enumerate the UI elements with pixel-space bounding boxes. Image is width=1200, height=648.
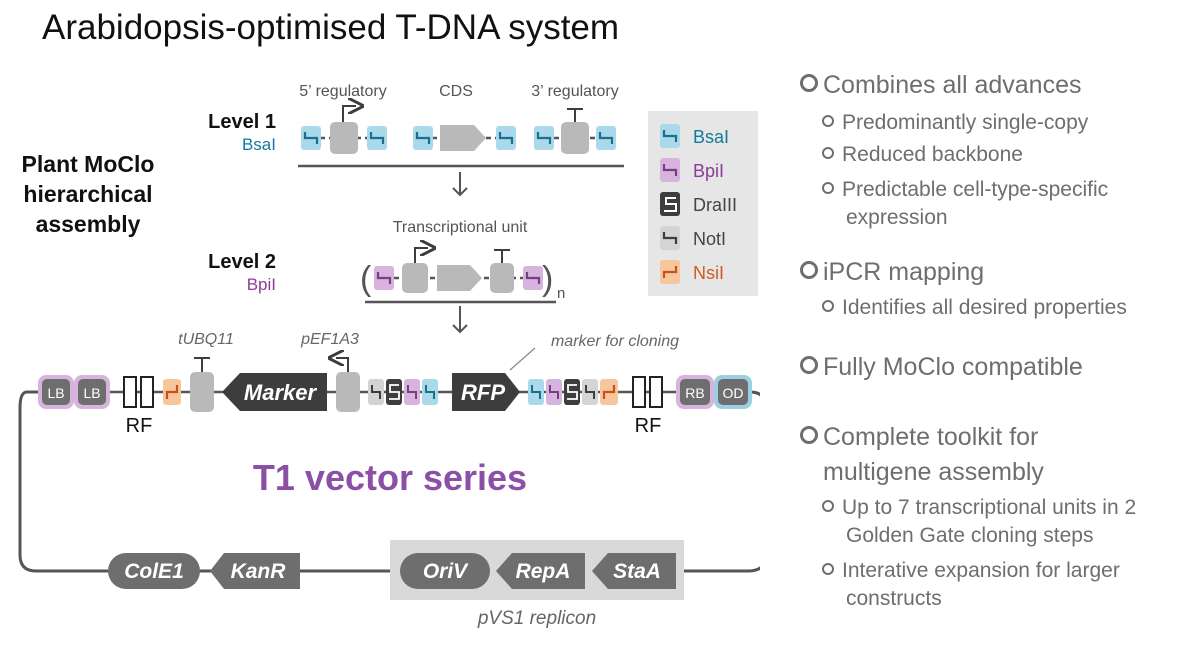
level1-label: Level 1 [208, 111, 276, 133]
arrow-down-2 [452, 306, 468, 334]
level2-enzyme: BpiI [247, 275, 276, 294]
sub-bullet-interative: Interative expansion for larger construc… [822, 557, 1182, 613]
tubq11-label: tUBQ11 [178, 331, 234, 348]
repa-element: RepA [496, 553, 585, 589]
level2-label: Level 2 [208, 251, 276, 273]
page-title: Arabidopsis-optimised T-DNA system [42, 8, 620, 47]
bullet-icon [800, 356, 818, 374]
legend-noti-label: NotI [693, 229, 726, 249]
rfp-cassette: RFP marker for cloning [452, 333, 679, 411]
legend-bpii-label: BpiI [693, 161, 724, 181]
heading-line-1: Plant MoClo [22, 151, 155, 177]
sub-bullet-icon [822, 147, 834, 159]
sub-bullet-icon [822, 563, 834, 575]
vector-title: T1 vector series [253, 457, 527, 498]
t-dna-diagram: Plant MoClo hierarchical assembly Level … [18, 83, 760, 629]
svg-text:): ) [542, 260, 553, 298]
rf-right: RF [632, 376, 663, 437]
legend-nsii: NsiI [660, 260, 724, 284]
bullet-icon [800, 261, 818, 279]
bullet-toolkit: Complete toolkit for multigene assembly [800, 420, 1130, 490]
od-label: OD [723, 385, 744, 401]
rb-label: RB [685, 385, 704, 401]
legend-items: BsaI BpiI DraIII NotI NsiI [660, 124, 737, 284]
lb-label-1: LB [47, 385, 64, 401]
staa-element: StaA [592, 553, 676, 589]
level1-parts [301, 106, 616, 154]
left-border: LB LB [38, 375, 110, 409]
sub-bullet-single-copy: Predominantly single-copy [822, 109, 1088, 137]
bullet-icon [800, 74, 818, 92]
bullet-ipcr-text: iPCR mapping [823, 258, 985, 286]
sub-bullet-reduced-backbone: Reduced backbone [822, 141, 1023, 169]
cole1-element: ColE1 [108, 553, 200, 589]
pef1a3-label: pEF1A3 [300, 331, 359, 348]
cole1-label: ColE1 [124, 560, 184, 583]
legend-bpii: BpiI [660, 158, 724, 182]
rf-left-label: RF [126, 415, 153, 437]
cloning-sites-right [528, 379, 618, 405]
marker-label: Marker [244, 380, 318, 405]
bullet-icon [800, 426, 818, 444]
heading-line-3: assembly [36, 211, 141, 237]
sub-bullet-up-to-7: Up to 7 transcriptional units in 2 Golde… [822, 494, 1192, 550]
legend-draiii: DraIII [660, 192, 737, 216]
label-cds: CDS [439, 83, 473, 100]
tubq11-terminator: tUBQ11 [178, 331, 234, 412]
cloning-sites-left [368, 379, 438, 405]
label-3-regulatory: 3’ regulatory [531, 83, 618, 100]
subscript-n: n [557, 285, 565, 302]
repa-label: RepA [516, 560, 571, 583]
sub-bullet-predictable: Predictable cell-type-specific expressio… [822, 176, 1182, 232]
level2-tu: ( ) n [360, 248, 565, 302]
sub-bullet-icon [822, 300, 834, 312]
arrow-down-1 [452, 172, 468, 197]
nsii-site-left [163, 379, 181, 405]
kanr-element: KanR [210, 553, 300, 589]
oriv-label: OriV [423, 560, 469, 583]
svg-text:(: ( [360, 260, 372, 298]
rfp-label: RFP [461, 380, 505, 405]
sub-bullet-icon [822, 115, 834, 127]
bullet-combines: Combines all advances [800, 68, 1081, 103]
oriv-element: OriV [400, 553, 490, 589]
pef1a3-promoter: pEF1A3 [300, 331, 360, 412]
bullet-ipcr: iPCR mapping [800, 255, 984, 290]
legend-nsii-label: NsiI [693, 263, 724, 283]
marker-gene: Marker [222, 373, 327, 411]
tu-label: Transcriptional unit [393, 219, 528, 236]
heading-line-2: hierarchical [23, 181, 152, 207]
right-border: RB OD [676, 375, 752, 409]
label-5-regulatory: 5’ regulatory [299, 83, 386, 100]
staa-label: StaA [613, 560, 661, 583]
rfp-note: marker for cloning [551, 333, 679, 350]
bullet-moclo: Fully MoClo compatible [800, 350, 1083, 385]
lb-label-2: LB [83, 385, 100, 401]
legend-noti: NotI [660, 226, 726, 250]
sub-bullet-icon [822, 182, 834, 194]
level1-enzyme: BsaI [242, 135, 276, 154]
sub-bullet-icon [822, 500, 834, 512]
sub-bullet-identifies: Identifies all desired properties [822, 294, 1127, 322]
bullet-combines-text: Combines all advances [823, 71, 1082, 99]
bullet-toolkit-text: Complete toolkit for multigene assembly [823, 423, 1044, 486]
rf-left: RF [123, 376, 154, 437]
rf-right-label: RF [635, 415, 662, 437]
bullet-moclo-text: Fully MoClo compatible [823, 353, 1083, 381]
legend-bsai: BsaI [660, 124, 729, 148]
replicon-label: pVS1 replicon [477, 608, 596, 629]
legend-draiii-label: DraIII [693, 195, 737, 215]
legend-bsai-label: BsaI [693, 127, 729, 147]
kanr-label: KanR [231, 560, 287, 583]
